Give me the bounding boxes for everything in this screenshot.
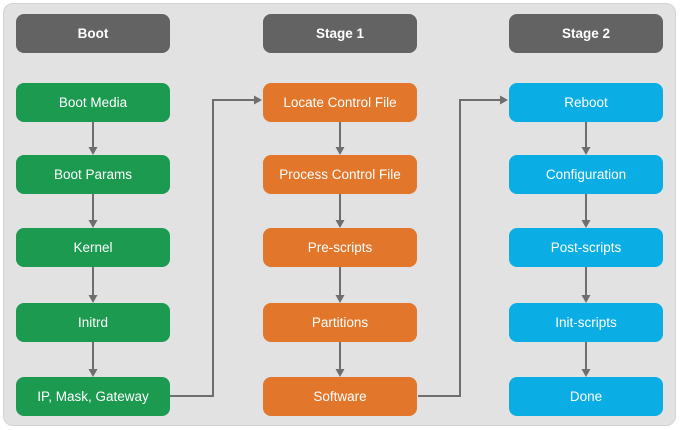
node-boot-media: Boot Media: [16, 83, 170, 122]
node-configuration: Configuration: [509, 155, 663, 194]
node-partitions: Partitions: [263, 303, 417, 342]
node-initrd: Initrd: [16, 303, 170, 342]
node-kernel: Kernel: [16, 228, 170, 267]
node-boot-params: Boot Params: [16, 155, 170, 194]
flowchart-panel: [3, 3, 676, 426]
column-header-stage2: Stage 2: [509, 14, 663, 53]
node-reboot: Reboot: [509, 83, 663, 122]
node-ip-mask-gateway: IP, Mask, Gateway: [16, 377, 170, 416]
column-header-stage1: Stage 1: [263, 14, 417, 53]
node-pre-scripts: Pre-scripts: [263, 228, 417, 267]
node-done: Done: [509, 377, 663, 416]
column-header-boot: Boot: [16, 14, 170, 53]
node-post-scripts: Post-scripts: [509, 228, 663, 267]
node-locate-control-file: Locate Control File: [263, 83, 417, 122]
node-process-control-file: Process Control File: [263, 155, 417, 194]
node-software: Software: [263, 377, 417, 416]
node-init-scripts: Init-scripts: [509, 303, 663, 342]
